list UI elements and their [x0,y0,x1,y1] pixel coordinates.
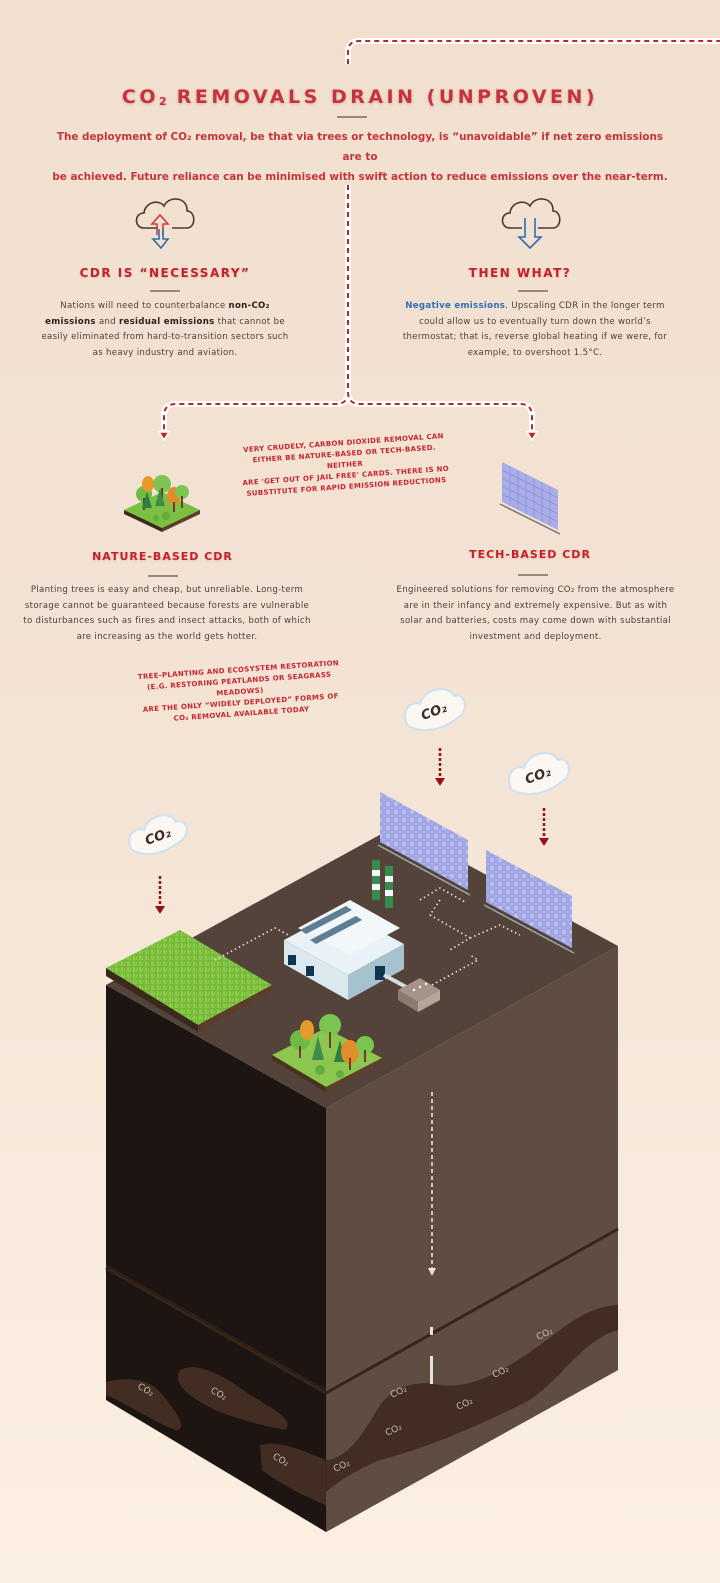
page-title: CO2 REMOVALS DRAIN (UNPROVEN) [121,86,599,108]
direct-air-capture-icon [499,462,561,535]
nature-divider [148,575,178,577]
then-what-text: Negative emissions. Upscaling CDR in the… [402,301,668,358]
forest-tile-icon [124,475,200,532]
cloud-down-arrow-icon [501,198,561,250]
co2-cloud-center: CO₂ [404,688,466,732]
then-what-heading: THEN WHAT? [468,266,572,280]
nature-heading: NATURE-BASED CDR [92,550,233,563]
necessary-divider [150,290,180,292]
intro-text: The deployment of CO₂ removal, be that v… [52,131,668,183]
co2-cloud-left: CO₂ [128,814,188,856]
then-what-divider [518,290,548,292]
title-divider [337,116,367,118]
cloud-up-down-arrows-icon [135,198,195,250]
carbon-storage-illustration: CO₂ CO₂ CO₂ CO₂ CO₂ CO₂ CO₂ CO₂ CO₂ CO₂ … [105,688,619,1532]
necessary-text: Nations will need to counterbalance non-… [41,301,289,358]
nature-text: Planting trees is easy and cheap, but un… [23,585,311,642]
tech-text: Engineered solutions for removing CO₂ fr… [396,585,675,642]
tech-divider [518,574,548,576]
tech-heading: TECH-BASED CDR [469,548,591,561]
co2-cloud-right: CO₂ [508,752,570,796]
connector-lines [157,38,720,442]
necessary-heading: CDR IS “NECESSARY” [79,266,251,280]
